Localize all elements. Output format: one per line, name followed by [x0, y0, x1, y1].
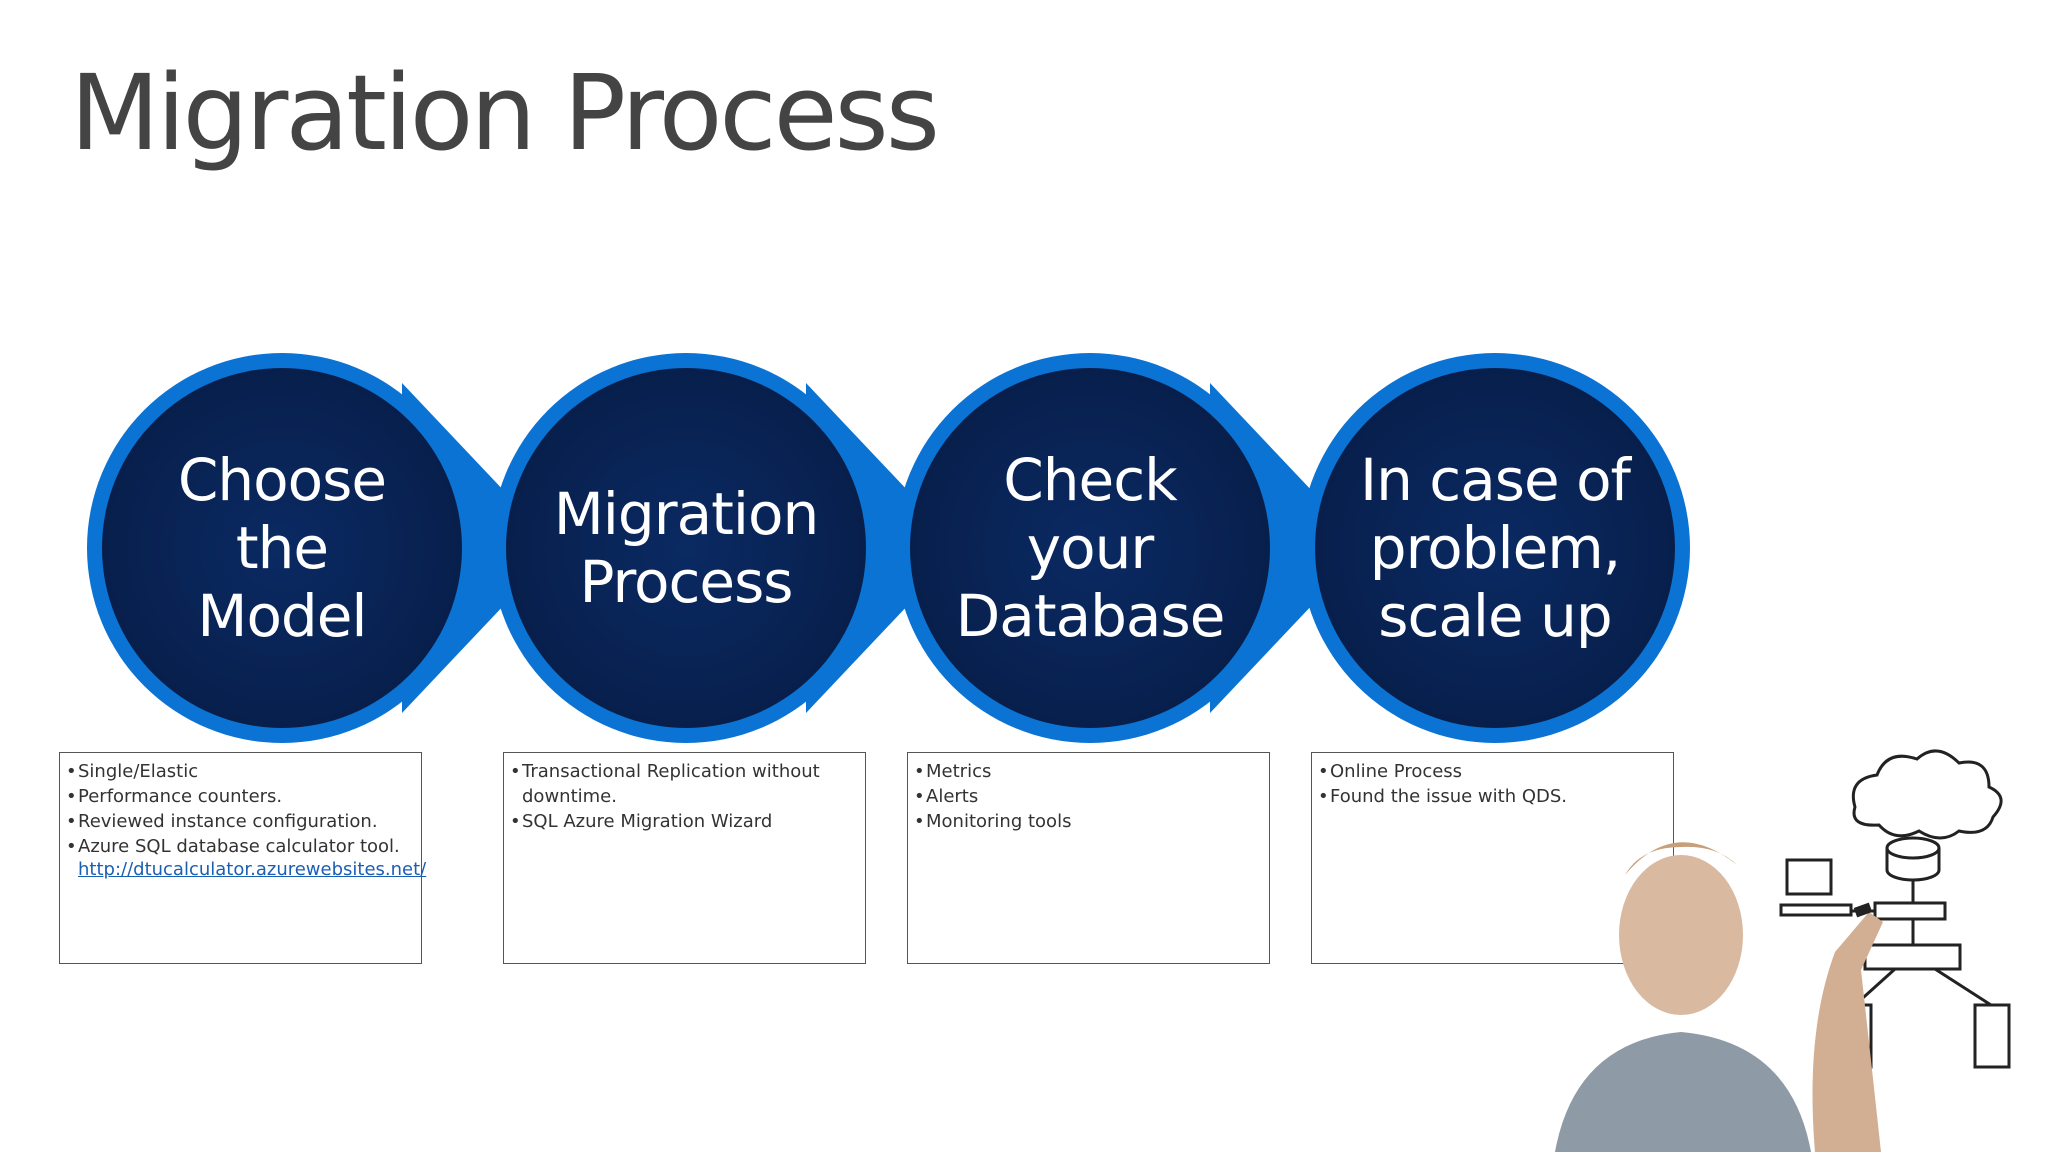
server-rack-icon — [1863, 943, 1962, 971]
step-bullet: Found the issue with QDS. — [1318, 784, 1667, 809]
step-bullet-list: Single/ElasticPerformance counters.Revie… — [66, 759, 415, 859]
step-detail-box: MetricsAlertsMonitoring tools — [907, 752, 1270, 964]
step-bullet-list: Transactional Replication without downti… — [510, 759, 859, 834]
step-circle — [102, 368, 462, 728]
step-bullet: Metrics — [914, 759, 1263, 784]
step-bullet-list: MetricsAlertsMonitoring tools — [914, 759, 1263, 834]
step-bullet: Reviewed instance configuration. — [66, 809, 415, 834]
step-label-text: Migration Process — [553, 480, 819, 616]
step-bullet: Online Process — [1318, 759, 1667, 784]
step-bullet: Azure SQL database calculator tool. — [66, 834, 415, 859]
step-bullet: Performance counters. — [66, 784, 415, 809]
server-tower-icon — [1973, 1003, 2011, 1069]
monitor-icon — [1785, 858, 1833, 896]
step-bullet: Alerts — [914, 784, 1263, 809]
presenter-arm — [1812, 912, 1883, 1152]
step-bullet: Single/Elastic — [66, 759, 415, 784]
step-label-text: Check your Database — [955, 446, 1226, 650]
step-detail-box: Single/ElasticPerformance counters.Revie… — [59, 752, 427, 964]
step-circle — [506, 368, 866, 728]
presenter-head — [1619, 855, 1743, 1015]
step-detail-box: Transactional Replication without downti… — [503, 752, 866, 964]
presenter-shirt — [1555, 1032, 1811, 1152]
router-icon — [1885, 836, 1941, 860]
step-label: Migration Process — [516, 398, 856, 698]
step-circle — [910, 368, 1270, 728]
step-label-text: In case of problem, scale up — [1360, 446, 1631, 650]
cloud-icon — [1851, 749, 2003, 840]
step-label-text: Choose the Model — [177, 446, 387, 650]
step-label: In case of problem, scale up — [1325, 398, 1665, 698]
step-bullet: Monitoring tools — [914, 809, 1263, 834]
step-bullet: SQL Azure Migration Wizard — [510, 809, 859, 834]
step-bullet-list: Online ProcessFound the issue with QDS. — [1318, 759, 1667, 809]
step-bullet: Transactional Replication without downti… — [510, 759, 859, 809]
dtu-calculator-link[interactable]: http://dtucalculator.azurewebsites.net/ — [78, 859, 427, 880]
slide-title: Migration Process — [70, 52, 940, 174]
step-circle — [1315, 368, 1675, 728]
step-label: Choose the Model — [112, 398, 452, 698]
step-label: Check your Database — [920, 398, 1260, 698]
switch-icon — [1873, 901, 1947, 921]
presenter-network-illustration — [1555, 749, 2011, 1152]
